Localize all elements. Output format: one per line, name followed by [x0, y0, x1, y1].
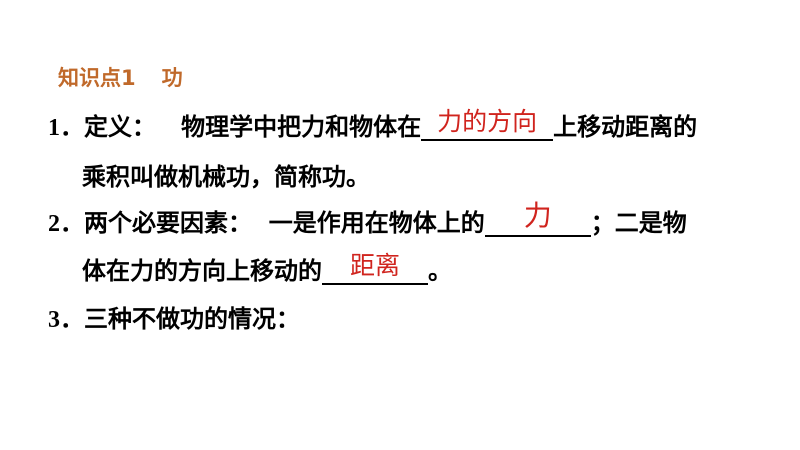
- item-3-lead: 三种不做功的情况：: [84, 305, 300, 333]
- item-2-continuation-after: 。: [428, 257, 452, 285]
- item-2-line-1: 2．两个必要因素： 一是作用在物体上的力；二是物: [48, 199, 687, 237]
- item-2-text-after: ；二是物: [590, 209, 687, 237]
- item-2-continuation-before: 体在力的方向上移动的: [82, 257, 322, 285]
- item-1-text-after: 上移动距离的: [553, 113, 698, 141]
- item-2-answer-1: 力: [523, 199, 552, 232]
- item-1-answer: 力的方向: [437, 107, 538, 136]
- section-topic: 功: [161, 66, 183, 90]
- item-2-number: 2: [48, 211, 60, 237]
- item-2-text-before: 一是作用在物体上的: [268, 209, 485, 237]
- item-1-lead: 定义：: [84, 113, 156, 141]
- item-2-lead: 两个必要因素：: [84, 209, 252, 237]
- section-label: 知识点1: [58, 66, 136, 90]
- item-2-blank-1: 力: [484, 201, 591, 237]
- item-1-number: 1: [48, 115, 60, 141]
- item-1-line-1: 1．定义： 物理学中把力和物体在力的方向上移动距离的: [48, 107, 698, 141]
- item-1-continuation: 乘积叫做机械功，简称功。: [82, 163, 370, 191]
- section-heading: 知识点1 功: [58, 62, 183, 92]
- item-1-blank: 力的方向: [421, 107, 554, 141]
- item-1-line-2: 乘积叫做机械功，简称功。: [82, 162, 370, 192]
- item-3-number: 3: [48, 307, 60, 333]
- item-2-answer-2: 距离: [349, 251, 400, 280]
- item-2-blank-2: 距离: [322, 251, 428, 285]
- item-3-line-1: 3．三种不做功的情况：: [48, 305, 300, 333]
- item-2-line-2: 体在力的方向上移动的距离。: [82, 251, 452, 286]
- item-1-text-before: 物理学中把力和物体在: [181, 113, 422, 141]
